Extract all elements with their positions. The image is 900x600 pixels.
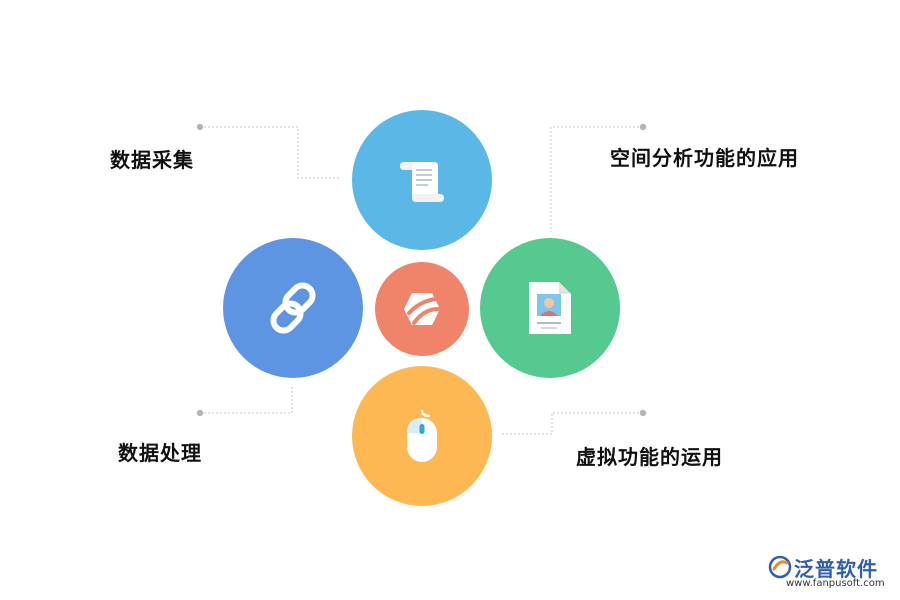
connector-bottom-left bbox=[200, 386, 293, 414]
circle-left bbox=[223, 238, 363, 378]
label-data-processing: 数据处理 bbox=[118, 441, 202, 465]
label-virtual-function: 虚拟功能的运用 bbox=[576, 445, 723, 469]
connector-dot-top-left bbox=[196, 123, 204, 131]
connector-bottom-right bbox=[500, 412, 643, 435]
brand-name: 泛普软件 bbox=[794, 557, 878, 581]
circle-center bbox=[375, 262, 469, 356]
connector-dot-bottom-right bbox=[639, 409, 647, 417]
brand-url: www.fanpusoft.com bbox=[786, 578, 885, 589]
connector-top-left bbox=[200, 126, 340, 179]
mouse-icon bbox=[407, 409, 437, 462]
connector-top-right bbox=[550, 126, 643, 232]
circle-top bbox=[352, 110, 492, 250]
circle-right bbox=[480, 238, 620, 378]
circle-bottom bbox=[352, 366, 492, 506]
connector-dot-top-right bbox=[639, 123, 647, 131]
hexagon-logo-icon bbox=[404, 293, 440, 325]
chain-link-icon bbox=[270, 282, 316, 334]
label-data-collection: 数据采集 bbox=[110, 148, 194, 172]
scroll-icon bbox=[400, 162, 444, 202]
connector-dot-bottom-left bbox=[196, 409, 204, 417]
label-spatial-analysis: 空间分析功能的应用 bbox=[610, 146, 799, 170]
brand-logo-icon bbox=[768, 555, 792, 579]
id-document-icon bbox=[529, 282, 571, 334]
brand-watermark: 泛普软件 www.fanpusoft.com bbox=[768, 553, 892, 595]
